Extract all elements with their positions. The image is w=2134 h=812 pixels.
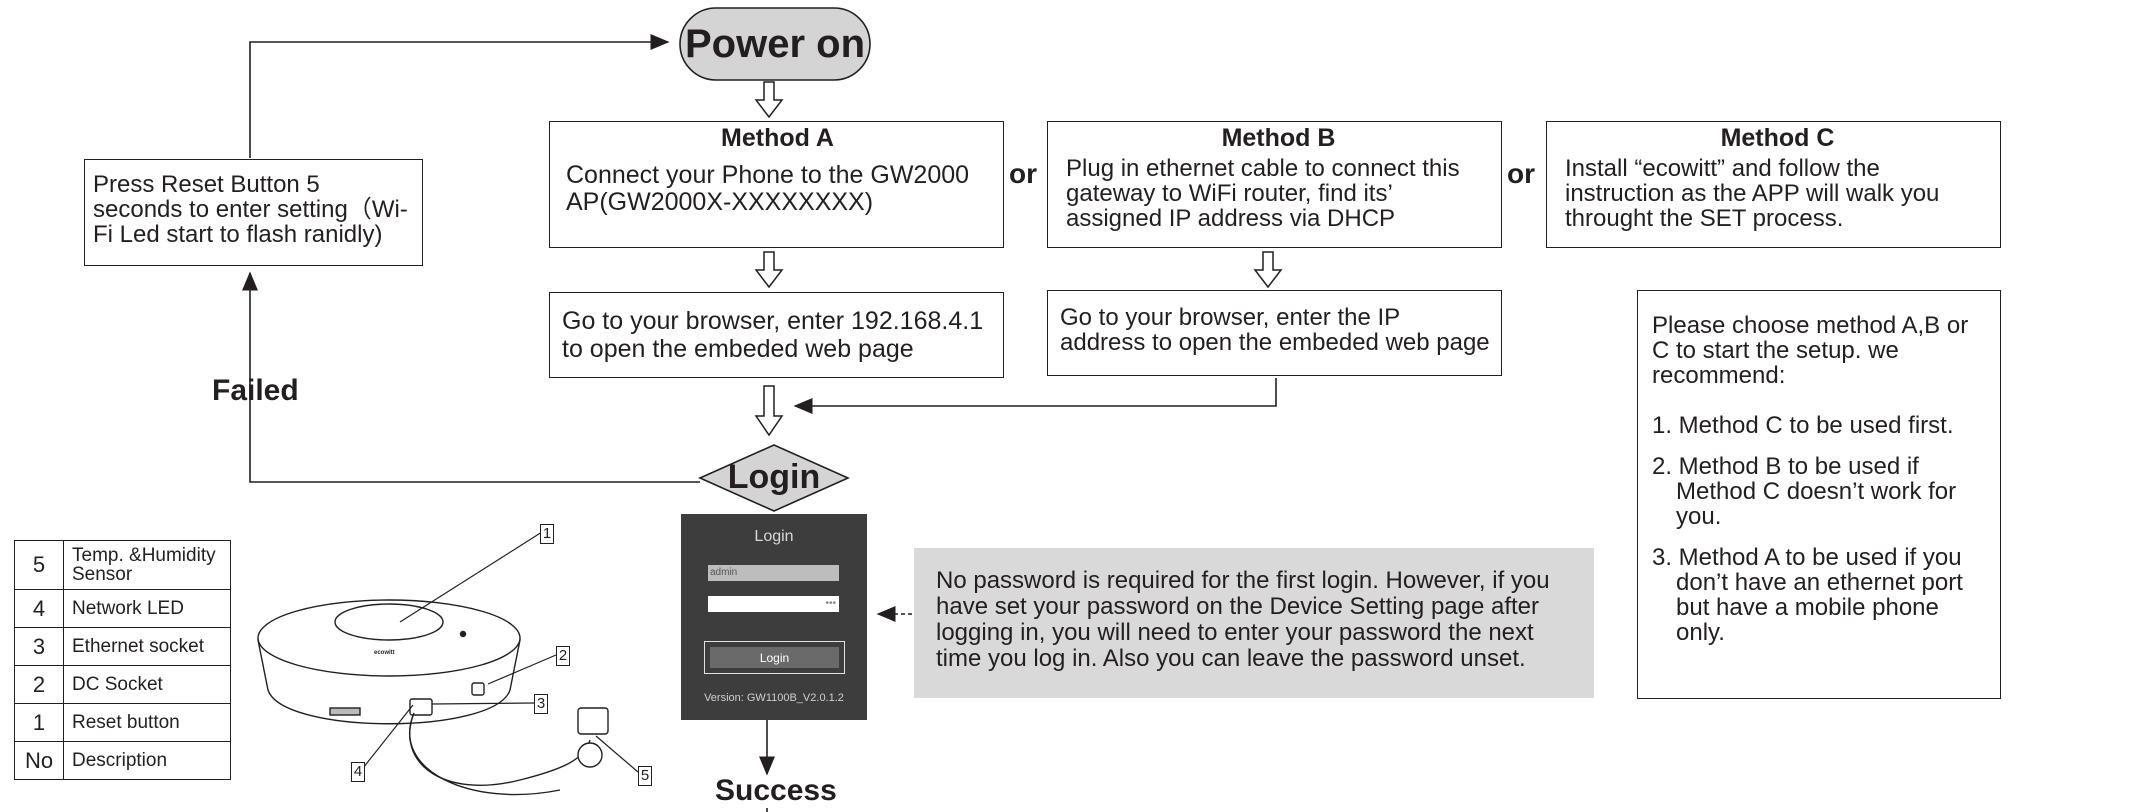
reset-instruction-box: Press Reset Button 5 seconds to enter se… [84, 159, 423, 266]
method-a-title: Method A [721, 124, 834, 152]
callout-2: 2 [556, 646, 570, 666]
recommendation-intro: Please choose method A,B or C to start t… [1652, 312, 1969, 389]
legend-no: 5 [14, 540, 64, 590]
browser-step-a-text: Go to your browser, enter 192.168.4.1 to… [562, 307, 984, 363]
login-node: Login [727, 458, 821, 496]
table-row: 2 DC Socket [14, 665, 231, 704]
down-arrow-icon [754, 251, 784, 289]
method-a-box: Method A Connect your Phone to the GW200… [549, 121, 1004, 248]
callout-5: 5 [638, 766, 652, 786]
login-button-label: Login [710, 647, 839, 668]
parts-legend-table: 5 Temp. &Humidity Sensor 4 Network LED 3… [14, 540, 231, 780]
or-label-b-c: or [1507, 158, 1535, 189]
legend-no: 2 [14, 665, 64, 704]
method-c-title: Method C [1720, 124, 1835, 152]
legend-desc: Temp. &Humidity Sensor [63, 540, 231, 590]
method-b-title: Method B [1221, 124, 1336, 152]
legend-no: 1 [14, 703, 64, 742]
or-label-a-b: or [1009, 158, 1037, 189]
password-note-text: No password is required for the first lo… [936, 567, 1550, 672]
version-text: Version: GW1100B_V2.0.1.2 [704, 692, 844, 704]
table-row: 1 Reset button [14, 703, 231, 742]
legend-no: 3 [14, 627, 64, 666]
down-arrow-icon [754, 81, 784, 119]
login-panel: Login admin ••• Login Version: GW1100B_V… [681, 514, 867, 720]
table-row: No Description [14, 741, 231, 780]
browser-step-b-text: Go to your browser, enter the IP address… [1060, 304, 1490, 356]
callout-1: 1 [540, 524, 554, 544]
failed-label: Failed [212, 374, 299, 407]
power-on-node: Power on [684, 22, 866, 66]
method-c-box: Method C Install “ecowitt” and follow th… [1546, 121, 2001, 248]
legend-desc: DC Socket [63, 665, 231, 704]
legend-no: 4 [14, 589, 64, 628]
legend-desc: Network LED [63, 589, 231, 628]
table-row: 4 Network LED [14, 589, 231, 628]
recommendation-item: 3. Method A to be used if you don’t have… [1652, 544, 1963, 646]
callout-3: 3 [534, 694, 548, 714]
method-c-text: Install “ecowitt” and follow the instruc… [1565, 155, 1940, 232]
success-label: Success [715, 774, 837, 807]
legend-no: No [14, 741, 64, 780]
legend-desc: Ethernet socket [63, 627, 231, 666]
reset-instruction-text: Press Reset Button 5 seconds to enter se… [93, 171, 408, 248]
table-row: 3 Ethernet socket [14, 627, 231, 666]
gateway-device-illustration [257, 599, 609, 796]
down-arrow-icon [754, 385, 784, 437]
method-a-text: Connect your Phone to the GW2000 AP(GW20… [566, 161, 970, 216]
browser-step-b: Go to your browser, enter the IP address… [1047, 290, 1502, 376]
browser-step-a: Go to your browser, enter 192.168.4.1 to… [549, 292, 1004, 378]
recommendation-item: 1. Method C to be used first. [1652, 412, 1954, 439]
login-button[interactable]: Login [704, 641, 845, 674]
recommendation-box: Please choose method A,B or C to start t… [1637, 290, 2001, 699]
legend-desc: Reset button [63, 703, 231, 742]
down-arrow-icon [1253, 251, 1283, 289]
table-row: 5 Temp. &Humidity Sensor [14, 540, 231, 590]
legend-desc: Description [63, 741, 231, 780]
method-b-text: Plug in ethernet cable to connect this g… [1066, 155, 1460, 232]
device-logo: ecowitt [374, 650, 395, 656]
username-input[interactable]: admin [708, 565, 839, 581]
password-input[interactable]: ••• [708, 596, 839, 612]
password-note: No password is required for the first lo… [914, 548, 1594, 698]
callout-4: 4 [351, 762, 365, 782]
recommendation-item: 2. Method B to be used if Method C doesn… [1652, 453, 1957, 530]
login-panel-title: Login [754, 528, 794, 545]
method-b-box: Method B Plug in ethernet cable to conne… [1047, 121, 1502, 248]
